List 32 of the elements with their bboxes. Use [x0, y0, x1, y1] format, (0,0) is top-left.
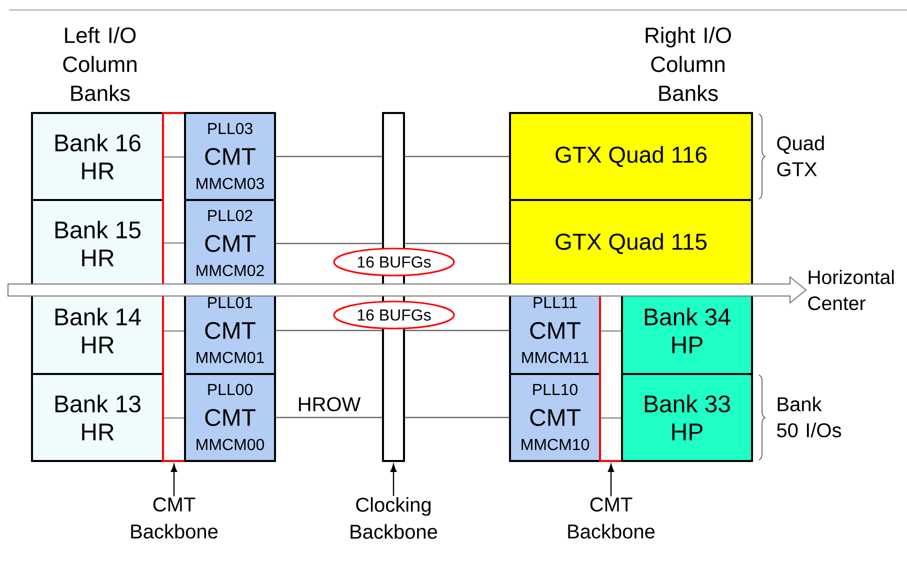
io-bank-box: Bank 13 HR	[31, 373, 164, 462]
label-text: Quad GTX	[777, 136, 824, 176]
backbone-bar	[599, 294, 623, 462]
cmt-block: PLL10 CMT MMCM10	[509, 373, 601, 462]
cmt-block: PLL02 CMT MMCM02	[184, 199, 276, 288]
caption-text: CMT Backbone	[131, 497, 218, 539]
label-text: Horizontal Center	[808, 270, 894, 310]
connector-line	[390, 464, 397, 496]
connector-line	[170, 464, 178, 496]
io-bank-box: Bank 15 HR	[31, 199, 164, 288]
connector-line	[405, 330, 509, 332]
io-bank-box: Bank 33 HP	[621, 373, 753, 462]
connector-line	[276, 416, 382, 418]
connector-line	[405, 242, 509, 244]
connector-line	[405, 416, 509, 418]
connector-line	[276, 242, 382, 244]
transceiver-quad-box: GTX Quad 115	[509, 199, 753, 288]
connector-line	[276, 156, 382, 158]
label-text: Bank 50 I/Os	[777, 396, 842, 438]
connector-line	[608, 464, 614, 496]
transceiver-quad-box: GTX Quad 116	[509, 112, 753, 201]
cmt-block: PLL00 CMT MMCM00	[184, 373, 276, 462]
connector-line	[276, 330, 382, 332]
backbone-bar	[162, 112, 186, 462]
label-text: Left I/O Column Banks	[63, 26, 136, 102]
edge-label: HROW	[296, 396, 362, 412]
caption-text: CMT Backbone	[568, 497, 655, 539]
cmt-block: PLL03 CMT MMCM03	[184, 112, 276, 201]
io-bank-box: Bank 16 HR	[31, 112, 164, 201]
center-line-arrow	[8, 276, 807, 304]
caption-text: Clocking Backbone	[350, 497, 438, 539]
connector-line	[405, 156, 509, 158]
